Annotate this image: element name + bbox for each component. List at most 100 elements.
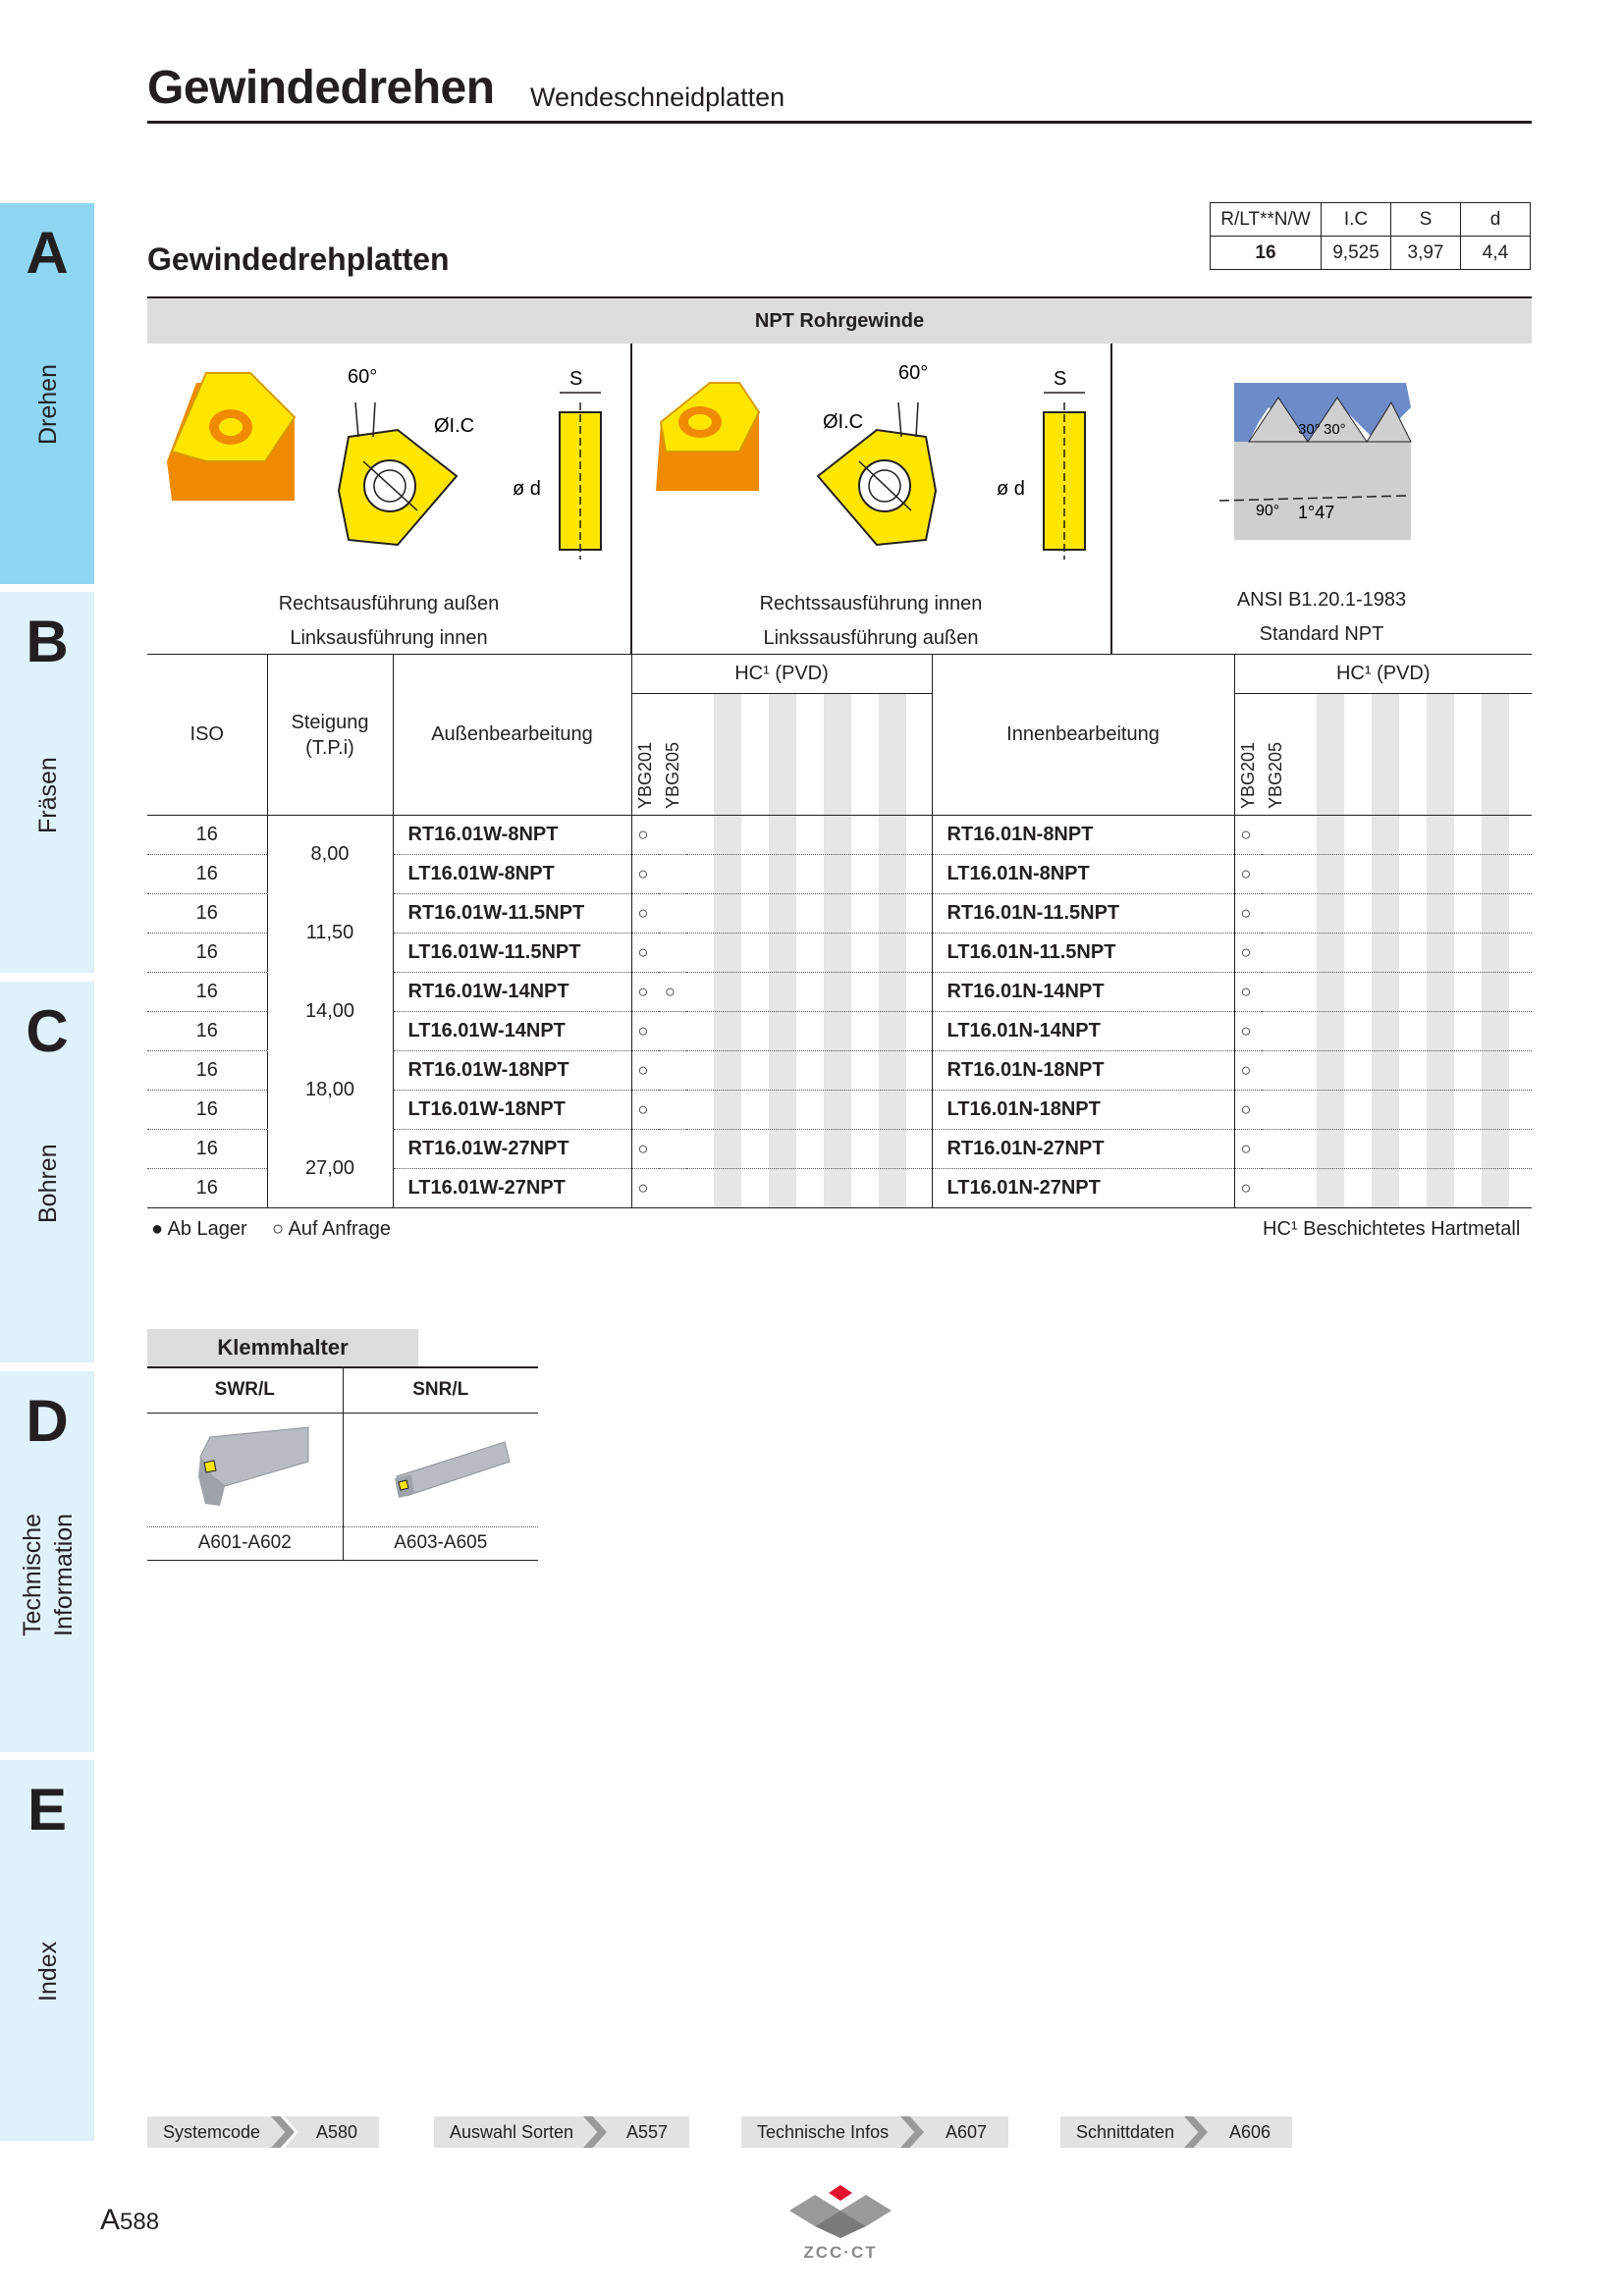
insert-table: ISO Steigung(T.P.i) Außenbearbeitung HC¹… bbox=[147, 654, 1532, 1208]
cell-external-code[interactable]: LT16.01W-14NPT bbox=[393, 1011, 632, 1051]
cell-grade: ○ bbox=[631, 1129, 659, 1169]
divider bbox=[1110, 344, 1112, 654]
tab-d-technische-information[interactable]: D Technische Information bbox=[0, 1371, 94, 1752]
taper-label: 1°47 bbox=[1298, 503, 1334, 522]
spec-header: S bbox=[1390, 202, 1461, 237]
page-number: A588 bbox=[100, 2204, 159, 2237]
cell-grade bbox=[659, 893, 686, 934]
tab-label: Index bbox=[34, 1941, 62, 2002]
spec-header: d bbox=[1460, 202, 1531, 237]
tab-letter: D bbox=[26, 1388, 69, 1454]
tab-b-fraesen[interactable]: B Fräsen bbox=[0, 592, 94, 973]
nav-schnittdaten[interactable]: Schnittdaten A606 bbox=[1060, 2116, 1292, 2148]
cell-grade-empty bbox=[686, 933, 933, 973]
nav-label: Schnittdaten bbox=[1076, 2122, 1175, 2142]
cell-grade-empty bbox=[1289, 893, 1532, 934]
cell-external-code[interactable]: LT16.01W-27NPT bbox=[393, 1168, 632, 1208]
diagram-row: 60° ØI.C S ø d Rechtsausführung außen Li… bbox=[147, 344, 1532, 654]
angle-right-label: 30° bbox=[1324, 421, 1346, 438]
header-rule bbox=[147, 121, 1532, 124]
spec-header: R/LT**N/W bbox=[1210, 202, 1322, 237]
cell-internal-code[interactable]: RT16.01N-8NPT bbox=[932, 815, 1235, 855]
cell-grade: ○ bbox=[1234, 972, 1262, 1012]
cell-internal-code[interactable]: LT16.01N-18NPT bbox=[932, 1090, 1235, 1130]
cell-internal-code[interactable]: LT16.01N-8NPT bbox=[932, 854, 1235, 894]
cell-grade: ○ bbox=[631, 1168, 659, 1208]
cell-internal-code[interactable]: RT16.01N-27NPT bbox=[932, 1129, 1235, 1169]
cell-iso: 16 bbox=[147, 933, 268, 973]
chevron-right-icon bbox=[583, 2116, 607, 2148]
cell-internal-code[interactable]: RT16.01N-11.5NPT bbox=[932, 893, 1235, 934]
cell-internal-code[interactable]: LT16.01N-14NPT bbox=[932, 1011, 1235, 1051]
cell-external-code[interactable]: RT16.01W-27NPT bbox=[393, 1129, 632, 1169]
clamp-col: SNR/L bbox=[343, 1366, 538, 1413]
logo-text: ZCC·CT bbox=[803, 2243, 878, 2262]
grade-label: YBG205 bbox=[662, 741, 682, 809]
tab-letter: C bbox=[26, 998, 69, 1064]
nav-auswahl-sorten[interactable]: Auswahl Sorten A557 bbox=[434, 2116, 689, 2148]
cell-external-code[interactable]: RT16.01W-18NPT bbox=[393, 1050, 632, 1091]
cell-grade-empty bbox=[1289, 933, 1532, 973]
clamp-col: SWR/L bbox=[147, 1366, 344, 1413]
cell-external-code[interactable]: LT16.01W-18NPT bbox=[393, 1090, 632, 1130]
nav-technische-infos[interactable]: Technische Infos A607 bbox=[741, 2116, 1008, 2148]
cell-iso: 16 bbox=[147, 815, 268, 855]
cell-iso: 16 bbox=[147, 893, 268, 934]
cell-external-code[interactable]: RT16.01W-8NPT bbox=[393, 815, 632, 855]
cell-internal-code[interactable]: LT16.01N-27NPT bbox=[932, 1168, 1235, 1208]
cell-internal-code[interactable]: RT16.01N-18NPT bbox=[932, 1050, 1235, 1091]
header-hc-pvd: HC¹ (PVD) bbox=[631, 654, 933, 694]
cell-grade bbox=[1262, 933, 1289, 973]
tab-label: Fräsen bbox=[34, 757, 62, 833]
spec-value: 4,4 bbox=[1460, 236, 1531, 270]
ic-label: ØI.C bbox=[823, 411, 863, 433]
caption-line: ANSI B1.20.1-1983 bbox=[1236, 589, 1407, 611]
tab-c-bohren[interactable]: C Bohren bbox=[0, 982, 94, 1362]
tab-a-drehen[interactable]: A Drehen bbox=[0, 203, 94, 584]
header-internal: Innenbearbeitung bbox=[932, 654, 1235, 816]
header-iso: ISO bbox=[147, 654, 268, 816]
cell-grade: ○ bbox=[631, 1050, 659, 1091]
cell-grade bbox=[1262, 1090, 1289, 1130]
grade-spacer bbox=[1289, 693, 1532, 816]
cell-external-code[interactable]: LT16.01W-8NPT bbox=[393, 854, 632, 894]
cell-external-code[interactable]: LT16.01W-11.5NPT bbox=[393, 933, 632, 973]
cell-external-code[interactable]: RT16.01W-14NPT bbox=[393, 972, 632, 1012]
cell-grade bbox=[659, 933, 686, 973]
cell-internal-code[interactable]: RT16.01N-14NPT bbox=[932, 972, 1235, 1012]
ic-label: ØI.C bbox=[434, 415, 474, 437]
nav-label: Auswahl Sorten bbox=[450, 2122, 574, 2142]
grade-header: YBG205 bbox=[1262, 693, 1289, 816]
nav-page: A607 bbox=[945, 2122, 987, 2142]
cell-pitch: 18,00 bbox=[267, 1050, 394, 1130]
cell-grade: ○ bbox=[631, 815, 659, 855]
cell-grade: ○ bbox=[1234, 1168, 1262, 1208]
nav-systemcode[interactable]: Systemcode A580 bbox=[147, 2116, 379, 2148]
thread-type-banner: NPT Rohrgewinde bbox=[147, 296, 1532, 344]
clamp-ref[interactable]: A603-A605 bbox=[343, 1526, 538, 1561]
clamp-ref[interactable]: A601-A602 bbox=[147, 1526, 344, 1561]
page-prefix: A bbox=[100, 2204, 121, 2236]
nav-label: Technische Infos bbox=[757, 2122, 890, 2142]
cell-grade: ○ bbox=[631, 1090, 659, 1130]
insert-drawing-right-external: 60° ØI.C S ø d bbox=[167, 366, 602, 560]
s-label: S bbox=[1054, 368, 1066, 390]
tab-e-index[interactable]: E Index bbox=[0, 1760, 94, 2141]
cell-pitch: 8,00 bbox=[267, 815, 394, 894]
cell-grade-empty bbox=[686, 972, 933, 1012]
caption-line: Linksausführung innen bbox=[290, 627, 488, 649]
diagram-internal: 60° ØI.C S ø d Rechtssausführung innen L… bbox=[631, 344, 1110, 654]
cell-internal-code[interactable]: LT16.01N-11.5NPT bbox=[932, 933, 1235, 973]
holder-image-cell bbox=[147, 1412, 344, 1527]
cell-external-code[interactable]: RT16.01W-11.5NPT bbox=[393, 893, 632, 934]
angle-label: 60° bbox=[898, 362, 928, 384]
header-hc-pvd: HC¹ (PVD) bbox=[1234, 654, 1532, 694]
cell-grade-empty bbox=[686, 1011, 933, 1051]
cell-grade-empty bbox=[686, 1050, 933, 1091]
page-subtitle: Wendeschneidplatten bbox=[530, 82, 785, 112]
cell-iso: 16 bbox=[147, 1050, 268, 1091]
